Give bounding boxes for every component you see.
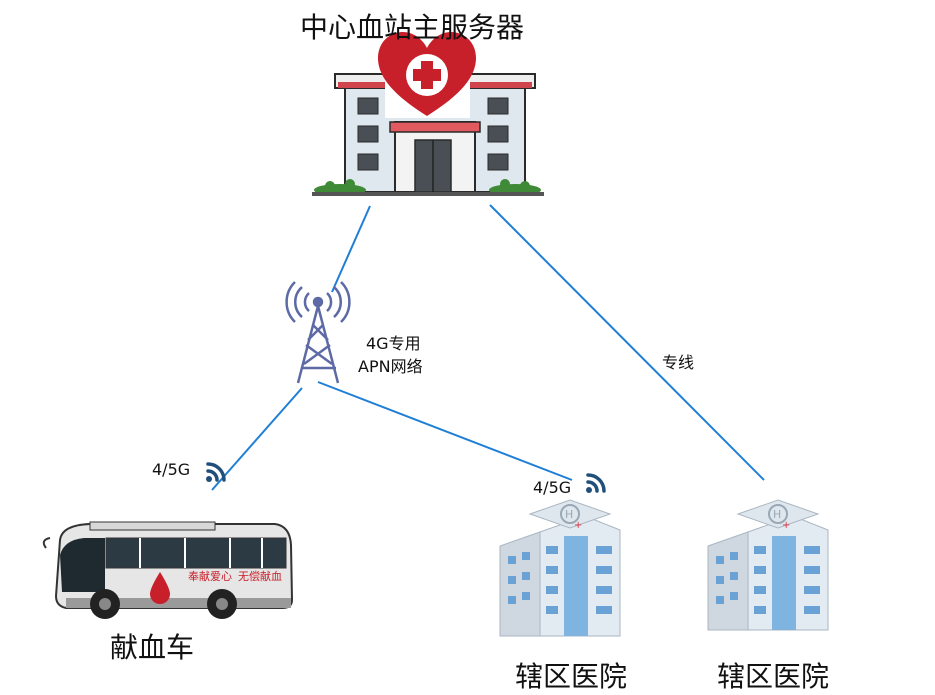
hospital-2-label: 辖区医院 (717, 660, 830, 693)
link-tower-to-hospital-1 (317, 381, 573, 481)
link-server-to-hospital-2 (489, 204, 765, 481)
cell-tower-icon (285, 281, 351, 384)
wifi-signal-icon (206, 462, 226, 482)
dedicated-line-label: 专线 (662, 353, 695, 372)
apn-label-line1: 4G专用 (366, 334, 421, 353)
signal-label-bus: 4/5G (152, 460, 191, 479)
bus-slogan-1: 奉献爱心 (188, 569, 232, 583)
connection-lines (211, 204, 765, 491)
hospital-tower-icon: H + (707, 499, 829, 631)
hospital-tower-icon: H + (499, 499, 621, 637)
svg-text:+: + (574, 520, 582, 531)
svg-text:H: H (565, 508, 573, 521)
apn-label-line2: APN网络 (358, 357, 423, 376)
hospital-building-icon (312, 32, 544, 196)
svg-text:+: + (782, 520, 790, 531)
blood-bus-icon: 奉献爱心 无偿献血 (42, 521, 294, 619)
bus-slogan-2: 无偿献血 (238, 569, 282, 583)
signal-label-hospital: 4/5G (533, 478, 572, 497)
blood-bus-label: 献血车 (110, 631, 195, 664)
central-server-label: 中心血站主服务器 (300, 11, 525, 44)
hospital-1-label: 辖区医院 (515, 660, 628, 693)
link-tower-to-bus (211, 387, 303, 491)
svg-text:H: H (773, 508, 781, 521)
link-server-to-tower (331, 205, 371, 293)
wifi-signal-icon (586, 473, 606, 493)
